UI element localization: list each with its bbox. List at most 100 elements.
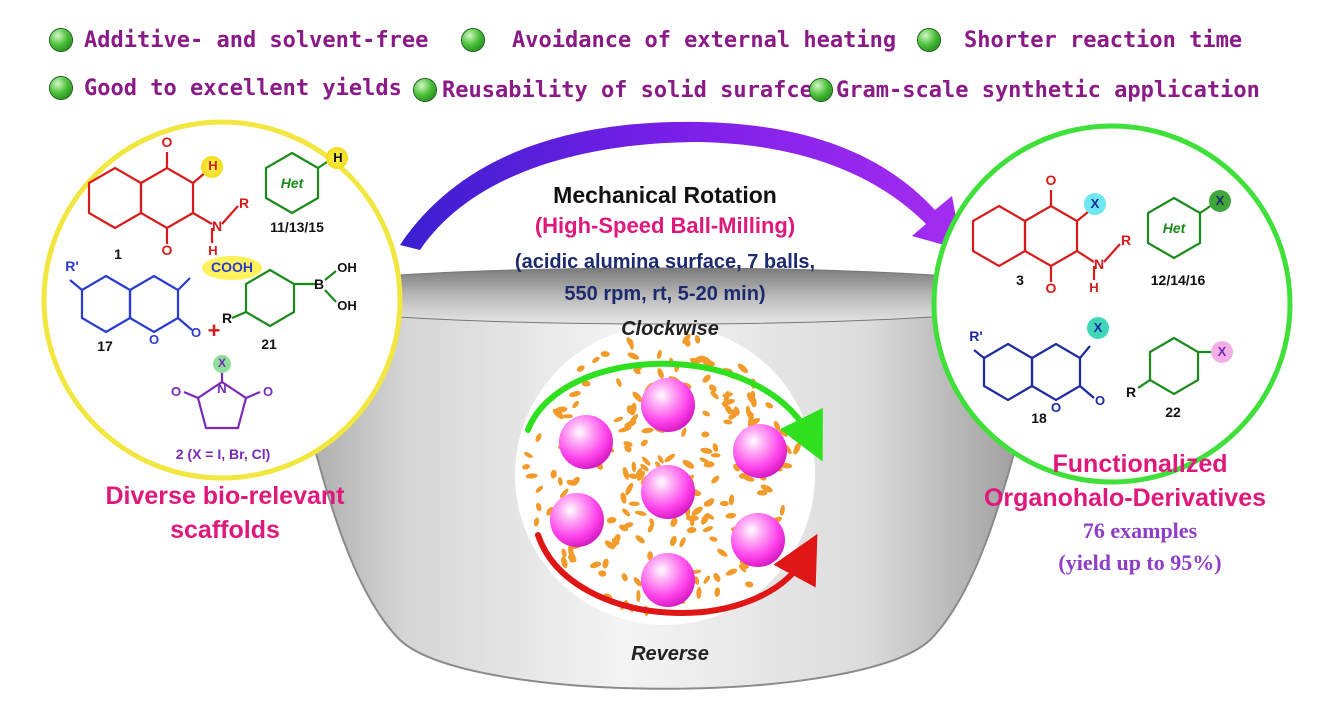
conditions-line-2: 550 rpm, rt, 5-20 min) bbox=[564, 283, 766, 305]
alumina-granule bbox=[533, 517, 540, 527]
milling-ball bbox=[550, 493, 604, 547]
alumina-granule bbox=[640, 464, 649, 472]
alumina-granule bbox=[641, 456, 651, 466]
milling-ball bbox=[641, 553, 695, 607]
alumina-granule bbox=[738, 564, 747, 573]
alumina-granule bbox=[647, 524, 654, 533]
atom-label: R' bbox=[969, 328, 983, 344]
alumina-granule bbox=[695, 356, 704, 363]
alumina-granule bbox=[613, 416, 624, 423]
alumina-granule bbox=[523, 452, 533, 458]
alumina-granule bbox=[702, 526, 714, 533]
green-bullet-icon bbox=[810, 79, 832, 101]
milling-ball bbox=[559, 415, 613, 469]
compound-2-structure bbox=[183, 372, 261, 430]
alumina-granule bbox=[703, 461, 715, 468]
het-label: Het bbox=[280, 175, 304, 191]
green-bullet-icon bbox=[462, 29, 484, 51]
alumina-granule bbox=[723, 419, 733, 425]
alumina-granule bbox=[555, 406, 568, 413]
atom-label: O bbox=[161, 242, 173, 258]
alumina-granule bbox=[684, 338, 691, 347]
right-caption-line-2: Organohalo-Derivatives bbox=[983, 484, 1267, 512]
x-highlight-teal bbox=[1087, 317, 1109, 339]
alumina-granule bbox=[561, 556, 568, 569]
alumina-granule bbox=[694, 576, 700, 585]
alumina-granule bbox=[535, 485, 543, 493]
atom-label: X bbox=[1215, 193, 1225, 208]
alumina-granule bbox=[712, 443, 719, 453]
alumina-granule bbox=[637, 470, 645, 481]
alumina-granule bbox=[656, 349, 662, 360]
alumina-granule bbox=[559, 488, 569, 498]
alumina-granule bbox=[557, 477, 563, 486]
alumina-granule bbox=[686, 526, 697, 534]
alumina-granule bbox=[765, 402, 774, 409]
feature-additive-free: Additive- and solvent-free bbox=[50, 20, 428, 60]
compound-3-structure bbox=[971, 190, 1121, 282]
alumina-granule bbox=[710, 453, 721, 458]
alumina-granule bbox=[620, 492, 627, 504]
alumina-granule bbox=[722, 392, 734, 398]
milling-jar bbox=[515, 325, 823, 625]
feature-text: Avoidance of external heating bbox=[512, 27, 897, 53]
alumina-granule bbox=[748, 412, 754, 426]
examples-count: 76 examples bbox=[1082, 518, 1198, 543]
alumina-granule bbox=[636, 589, 641, 602]
alumina-granule bbox=[696, 586, 702, 599]
x-highlight-cyan bbox=[1084, 193, 1106, 215]
feature-text: Gram-scale synthetic application bbox=[836, 77, 1260, 103]
alumina-granule bbox=[773, 420, 781, 431]
alumina-granule bbox=[624, 445, 632, 453]
atom-label: H bbox=[208, 158, 218, 173]
alumina-granule bbox=[725, 512, 737, 519]
alumina-granule bbox=[664, 453, 676, 463]
alumina-granule bbox=[708, 384, 717, 392]
alumina-granule bbox=[634, 510, 647, 516]
reactant-panel bbox=[41, 119, 403, 481]
atom-label: OH bbox=[337, 260, 357, 275]
alumina-granule bbox=[561, 548, 567, 558]
alumina-granule bbox=[702, 410, 711, 417]
atom-label: X bbox=[1217, 344, 1227, 359]
alumina-granule bbox=[686, 515, 699, 522]
feature-no-heating: Avoidance of external heating bbox=[462, 20, 896, 60]
compound-label: 21 bbox=[261, 336, 277, 352]
alumina-granule bbox=[576, 365, 585, 372]
alumina-granule bbox=[629, 339, 634, 350]
compound-17-structure bbox=[69, 274, 193, 334]
compound-label: 18 bbox=[1031, 410, 1047, 426]
alumina-granule bbox=[621, 573, 628, 582]
reverse-label: Reverse bbox=[631, 643, 709, 665]
x-highlight-pink bbox=[1211, 341, 1233, 363]
alumina-granule bbox=[756, 490, 768, 496]
cooh-highlight bbox=[202, 256, 262, 280]
atom-label: R bbox=[1125, 384, 1137, 400]
alumina-granule bbox=[627, 352, 640, 360]
atom-label: X bbox=[1093, 320, 1103, 335]
alumina-granule bbox=[737, 363, 749, 374]
milling-ball bbox=[641, 465, 695, 519]
alumina-granule bbox=[641, 427, 654, 434]
clockwise-arc bbox=[525, 360, 823, 462]
compound-18-structure bbox=[973, 342, 1095, 402]
alumina-granule bbox=[535, 502, 542, 512]
atom-label: O bbox=[1045, 172, 1057, 188]
alumina-granule bbox=[779, 504, 785, 516]
alumina-granule bbox=[630, 402, 637, 416]
atom-label: H bbox=[333, 150, 343, 165]
atom-label: COOH bbox=[211, 259, 253, 275]
alumina-granule bbox=[628, 473, 638, 479]
compound-22-structure bbox=[1137, 336, 1212, 396]
alumina-granule bbox=[738, 472, 749, 479]
mechanical-rotation-title: Mechanical Rotation bbox=[553, 182, 777, 208]
alumina-granule bbox=[552, 408, 564, 419]
alumina-granule bbox=[535, 433, 542, 442]
product-panel bbox=[931, 123, 1293, 485]
alumina-granule bbox=[571, 476, 580, 486]
atom-label: N bbox=[1093, 256, 1105, 272]
atom-label: O bbox=[1094, 393, 1106, 408]
alumina-granule bbox=[589, 561, 602, 569]
